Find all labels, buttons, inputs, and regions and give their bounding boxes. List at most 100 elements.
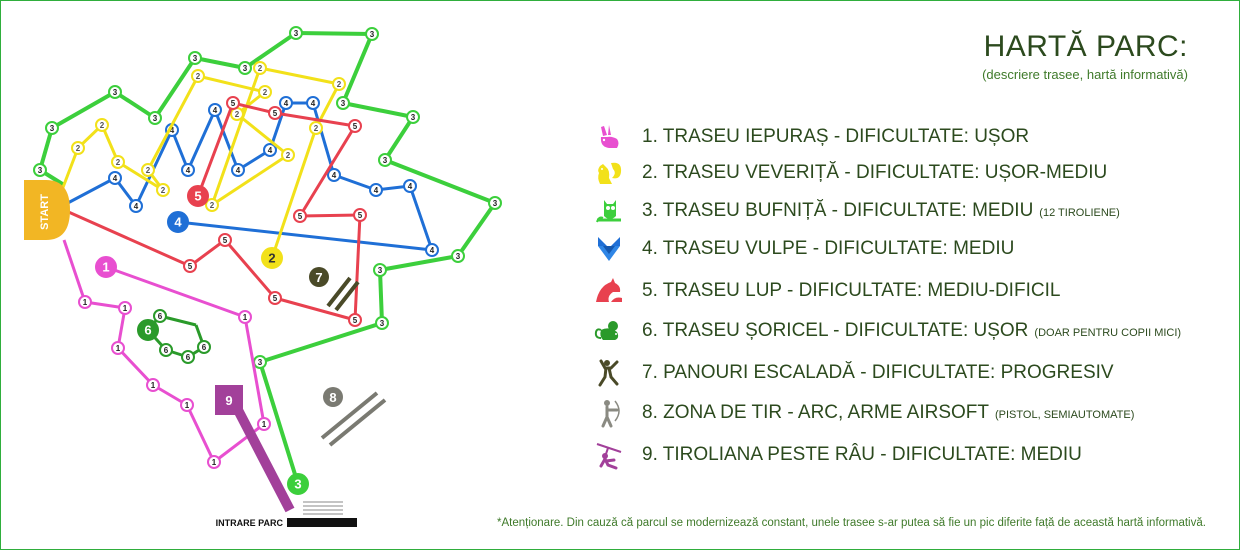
route-t1-node[interactable]: 1 — [111, 341, 125, 355]
route-t5-node[interactable]: 5 — [187, 185, 209, 207]
page-subtitle: (descriere trasee, hartă informativă) — [982, 67, 1188, 82]
route-t4-node[interactable]: 4 — [167, 211, 189, 233]
route-t2-node[interactable]: 2 — [71, 141, 85, 155]
route-t2-node[interactable]: 2 — [205, 198, 219, 212]
svg-text:2: 2 — [235, 110, 240, 119]
zipline-zone[interactable]: 9 — [215, 385, 295, 513]
route-t4-node[interactable]: 4 — [306, 96, 320, 110]
route-t3-node[interactable]: 3 — [148, 111, 162, 125]
legend-text-2: 2. TRASEU VEVERIȚĂ - DIFICULTATE: UȘOR-M… — [642, 162, 1108, 183]
route-t4-node[interactable]: 4 — [425, 243, 439, 257]
route-t3-node[interactable]: 3 — [108, 85, 122, 99]
route-t5-node[interactable]: 5 — [218, 233, 232, 247]
shooting-zone[interactable]: 8 — [320, 387, 387, 447]
climbing-zone[interactable]: 7 — [309, 267, 360, 312]
route-t1-node[interactable]: 1 — [146, 378, 160, 392]
route-t4-node[interactable]: 4 — [279, 96, 293, 110]
route-t1-node[interactable]: 1 — [95, 256, 117, 278]
route-t5-node[interactable]: 5 — [353, 208, 367, 222]
legend-item-6[interactable]: 6. TRASEU ȘORICEL - DIFICULTATE: UȘOR (D… — [590, 316, 1181, 346]
route-t4-node[interactable]: 4 — [129, 199, 143, 213]
route-t5-node[interactable]: 5 — [348, 313, 362, 327]
route-t3-node[interactable]: 3 — [373, 263, 387, 277]
svg-text:4: 4 — [284, 99, 289, 108]
route-t5-node[interactable]: 5 — [293, 209, 307, 223]
route-t2-node[interactable]: 2 — [191, 69, 205, 83]
svg-text:3: 3 — [294, 477, 301, 492]
route-t4-node[interactable]: 4 — [327, 168, 341, 182]
legend-item-2[interactable]: 2. TRASEU VEVERIȚĂ - DIFICULTATE: UȘOR-M… — [590, 158, 1107, 188]
svg-text:5: 5 — [353, 122, 358, 131]
route-t4-node[interactable]: 4 — [263, 143, 277, 157]
svg-text:6: 6 — [144, 323, 151, 338]
route-t3-node[interactable]: 3 — [289, 26, 303, 40]
route-t3-node[interactable]: 3 — [45, 121, 59, 135]
legend-item-7[interactable]: 7. PANOURI ESCALADĂ - DIFICULTATE: PROGR… — [590, 358, 1114, 388]
route-t1-node[interactable]: 1 — [238, 310, 252, 324]
route-t1-node[interactable]: 1 — [180, 398, 194, 412]
route-t5-node[interactable]: 5 — [268, 291, 282, 305]
legend-item-5[interactable]: 5. TRASEU LUP - DIFICULTATE: MEDIU-DIFIC… — [590, 276, 1060, 306]
park-entrance[interactable]: INTRARE PARC — [216, 501, 357, 528]
route-t5-node[interactable]: 5 — [348, 119, 362, 133]
route-t3-node[interactable]: 3 — [238, 61, 252, 75]
route-t2-node[interactable]: 2 — [281, 148, 295, 162]
svg-text:3: 3 — [383, 156, 388, 165]
start-marker[interactable]: START — [24, 180, 70, 240]
route-t3-node[interactable]: 3 — [406, 110, 420, 124]
route-t2-node[interactable]: 2 — [95, 118, 109, 132]
route-t3-node[interactable]: 3 — [365, 27, 379, 41]
route-t3-node[interactable]: 3 — [287, 473, 309, 495]
legend-item-9[interactable]: 9. TIROLIANA PESTE RÂU - DIFICULTATE: ME… — [590, 440, 1082, 470]
route-t1-line — [62, 239, 266, 464]
svg-text:2: 2 — [210, 201, 215, 210]
route-t4-node[interactable]: 4 — [181, 163, 195, 177]
route-t2-node[interactable]: 2 — [111, 155, 125, 169]
route-t1-node[interactable]: 1 — [78, 295, 92, 309]
route-t3-node[interactable]: 3 — [336, 96, 350, 110]
route-t3-node[interactable]: 3 — [378, 153, 392, 167]
route-t4-node[interactable]: 4 — [231, 163, 245, 177]
route-t4-node[interactable]: 4 — [208, 103, 222, 117]
route-t6-node[interactable]: 6 — [159, 343, 173, 357]
svg-text:4: 4 — [332, 171, 337, 180]
route-t3-node[interactable]: 3 — [451, 249, 465, 263]
route-t3-node[interactable]: 3 — [488, 196, 502, 210]
route-t1-node[interactable]: 1 — [118, 301, 132, 315]
route-t6-node[interactable]: 6 — [197, 340, 211, 354]
route-t5-node[interactable]: 5 — [183, 259, 197, 273]
svg-text:1: 1 — [102, 260, 109, 275]
route-t5-node[interactable]: 5 — [268, 106, 282, 120]
route-t6-node[interactable]: 6 — [137, 319, 159, 341]
legend-item-4[interactable]: 4. TRASEU VULPE - DIFICULTATE: MEDIU — [590, 234, 1014, 264]
route-t2-node[interactable]: 2 — [258, 85, 272, 99]
route-t3-node[interactable]: 3 — [33, 163, 47, 177]
route-t2-node[interactable]: 2 — [332, 77, 346, 91]
route-t2-node[interactable]: 2 — [261, 247, 283, 269]
route-t6-node[interactable]: 6 — [181, 350, 195, 364]
route-t3-node[interactable]: 3 — [188, 51, 202, 65]
route-t4-node[interactable]: 4 — [403, 179, 417, 193]
svg-text:1: 1 — [83, 298, 88, 307]
route-t1-node[interactable]: 1 — [207, 455, 221, 469]
legend-text-9: 9. TIROLIANA PESTE RÂU - DIFICULTATE: ME… — [642, 444, 1082, 465]
svg-text:2: 2 — [76, 144, 81, 153]
svg-text:4: 4 — [430, 246, 435, 255]
route-t4-node[interactable]: 4 — [108, 171, 122, 185]
route-t4-node[interactable]: 4 — [369, 183, 383, 197]
svg-text:1: 1 — [185, 401, 190, 410]
legend-item-1[interactable]: 1. TRASEU IEPURAȘ - DIFICULTATE: UȘOR — [590, 122, 1029, 152]
route-t5-node[interactable]: 5 — [226, 96, 240, 110]
route-t2-node[interactable]: 2 — [253, 61, 267, 75]
route-t3-node[interactable]: 3 — [375, 316, 389, 330]
route-t3-node[interactable]: 3 — [253, 355, 267, 369]
route-t6-node[interactable]: 6 — [153, 309, 167, 323]
route-t2-node[interactable]: 2 — [156, 183, 170, 197]
route-t2-node[interactable]: 2 — [141, 163, 155, 177]
route-t1-node[interactable]: 1 — [257, 417, 271, 431]
legend-note-8: (PISTOL, SEMIAUTOMATE) — [995, 409, 1135, 421]
page-title: HARTĂ PARC: — [983, 30, 1188, 63]
legend-item-8[interactable]: 8. ZONA DE TIR - ARC, ARME AIRSOFT (PIST… — [590, 398, 1134, 428]
legend-item-3[interactable]: 3. TRASEU BUFNIȚĂ - DIFICULTATE: MEDIU (… — [590, 196, 1120, 226]
route-t2-node[interactable]: 2 — [309, 121, 323, 135]
